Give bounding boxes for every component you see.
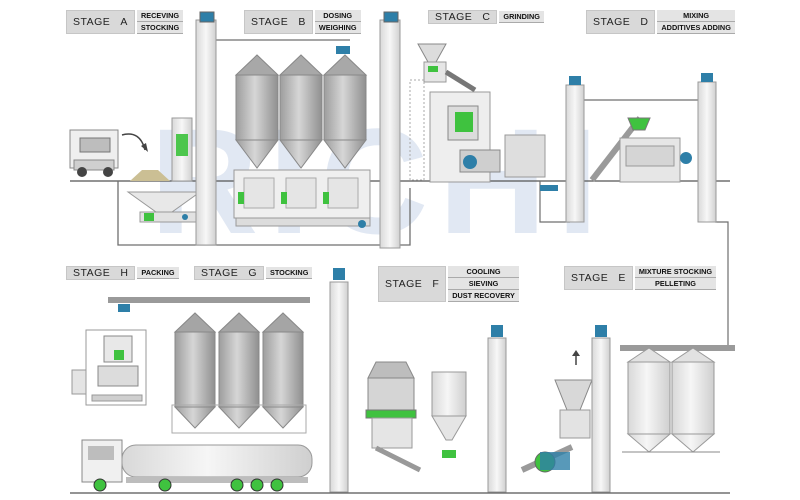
silo-icon: [626, 347, 716, 453]
grain-pile-icon: [130, 170, 170, 181]
motor-icon: [199, 11, 215, 23]
bucket-elevator-icon: [591, 337, 611, 493]
green-panel: [176, 134, 188, 156]
pipe-line-down: [715, 221, 729, 345]
feed-hopper: [417, 43, 447, 63]
ladder: [409, 79, 425, 181]
dust-recovery-icon: [431, 371, 467, 458]
motor-icon: [383, 11, 399, 23]
arrow-icon: [121, 133, 146, 151]
motor-icon: [701, 73, 713, 82]
bucket-elevator-icon: [697, 81, 717, 223]
motor-icon: [595, 325, 607, 337]
conditioner-hopper: [554, 379, 593, 411]
silo-support: [171, 404, 307, 434]
motor-icon: [491, 325, 503, 337]
bucket-elevator-icon: [565, 84, 585, 223]
motor-icon: [118, 304, 130, 312]
silo-icon: [173, 312, 305, 429]
truck-icon: [69, 129, 119, 177]
bucket-elevator-icon: [329, 281, 349, 493]
pipe-line: [539, 181, 570, 223]
bucket-elevator-icon: [487, 337, 507, 493]
bucket-elevator-icon: [195, 19, 217, 246]
motor-icon: [336, 46, 350, 54]
motor-icon: [333, 268, 345, 280]
packing-machine-icon: [71, 329, 147, 406]
intake-hopper: [126, 191, 202, 213]
motor-icon: [569, 76, 581, 85]
cooler-icon: [365, 361, 422, 473]
bucket-elevator-icon: [379, 19, 401, 249]
silo-icon: [234, 54, 368, 169]
pellet-mill-icon: [559, 409, 591, 439]
grinder-cabinet: [504, 134, 546, 178]
pit-outline: [117, 181, 411, 246]
tanker-truck-icon: [81, 439, 313, 492]
arrow-head-icon: [141, 143, 148, 152]
